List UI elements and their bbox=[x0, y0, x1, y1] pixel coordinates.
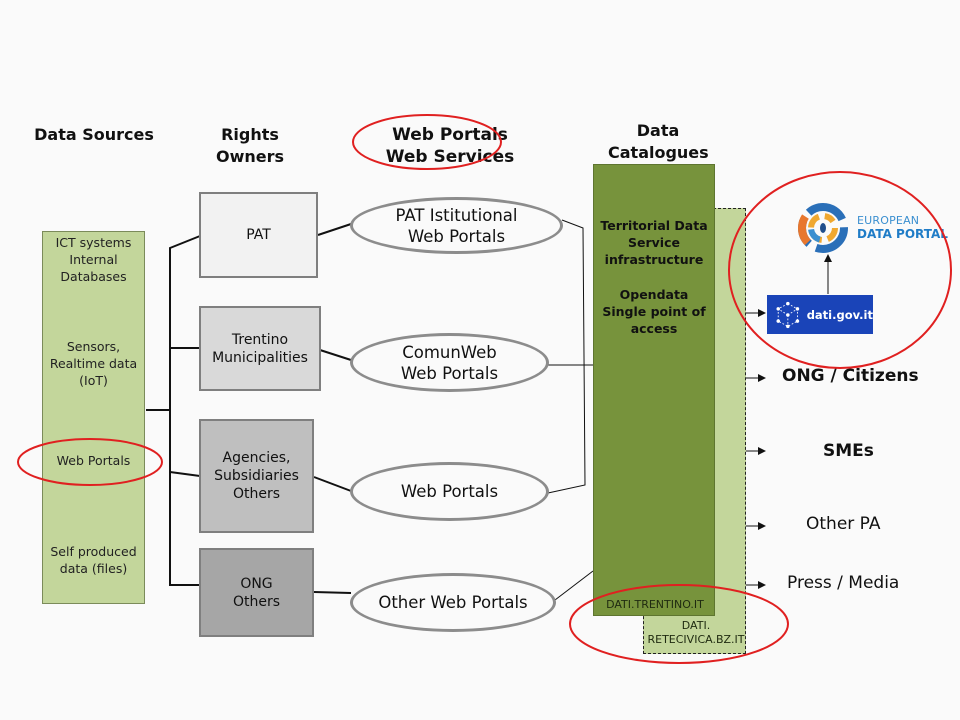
url-dati-trentino: DATI.TRENTINO.IT bbox=[606, 598, 704, 611]
source-line: ICT systems bbox=[55, 235, 132, 250]
edp-label-data-portal: DATA PORTAL bbox=[857, 227, 948, 241]
portal-line: Web Portals bbox=[400, 482, 499, 501]
owner-line: Others bbox=[232, 593, 281, 610]
target-smes: SMEs bbox=[823, 441, 874, 461]
header-data-catalogues: Data Catalogues bbox=[608, 120, 709, 164]
connector-portals-bracket bbox=[547, 219, 586, 494]
arrow-to-smes bbox=[758, 447, 766, 455]
arrow-to-citizens bbox=[758, 374, 766, 382]
source-line: Web Portals bbox=[56, 453, 131, 468]
portal-line: Other Web Portals bbox=[378, 593, 528, 612]
catalogue-block-opendata: Opendata Single point of access bbox=[594, 286, 714, 337]
catalogue-line: Single point of bbox=[602, 304, 706, 319]
catalogue-line: Opendata bbox=[619, 287, 689, 302]
portal-line: Web Portals bbox=[400, 363, 499, 383]
url-dati-retecivica: DATI. RETECIVICA.BZ.IT bbox=[646, 619, 746, 647]
connector-pat-portal bbox=[317, 223, 352, 236]
connector-ong-portal bbox=[313, 591, 352, 594]
connector-other-catalogue bbox=[554, 570, 594, 601]
catalogue-line: infrastructure bbox=[604, 252, 704, 267]
target-other-pa: Other PA bbox=[806, 514, 881, 534]
connector-municipalities-portal bbox=[319, 349, 352, 361]
header-line: Rights bbox=[221, 125, 279, 144]
source-line: Realtime data bbox=[49, 356, 138, 371]
portal-web-portals: Web Portals bbox=[350, 462, 549, 521]
owner-line: PAT bbox=[246, 227, 271, 243]
url-line: DATI. bbox=[681, 619, 711, 632]
source-line: Self produced bbox=[50, 544, 137, 559]
source-ict-systems: ICT systems Internal Databases bbox=[43, 234, 144, 285]
header-web-portals: Web Portals Web Services bbox=[370, 124, 530, 168]
source-line: Sensors, bbox=[66, 339, 121, 354]
portal-pat-istitutional: PAT Istitutional Web Portals bbox=[350, 197, 563, 254]
target-ong-citizens: ONG / Citizens bbox=[782, 366, 919, 386]
owner-line: Trentino bbox=[231, 331, 289, 348]
owner-line: Agencies, bbox=[222, 450, 291, 466]
network-cube-icon bbox=[776, 301, 800, 328]
catalogue-block-infrastructure: Territorial Data Service infrastructure bbox=[594, 217, 714, 268]
data-sources-column: ICT systems Internal Databases Sensors, … bbox=[42, 231, 145, 604]
owner-line: Others bbox=[232, 486, 281, 502]
owner-ong: ONG Others bbox=[199, 548, 314, 637]
arrow-to-press bbox=[758, 581, 766, 589]
arrow-to-edp bbox=[824, 254, 832, 262]
owner-line: Subsidiaries bbox=[214, 468, 299, 484]
source-line: Databases bbox=[60, 269, 127, 284]
connector-owner-agencies bbox=[169, 471, 201, 477]
source-line: (IoT) bbox=[79, 373, 108, 388]
source-sensors: Sensors, Realtime data (IoT) bbox=[43, 338, 144, 389]
dati-gov-logo: dati.gov.it bbox=[767, 295, 873, 334]
header-line: Web Portals bbox=[392, 125, 508, 145]
source-line: data (files) bbox=[59, 561, 128, 576]
header-line: Catalogues bbox=[608, 143, 709, 162]
arrow-to-other-pa bbox=[758, 522, 766, 530]
url-line: RETECIVICA.BZ.IT bbox=[647, 633, 745, 646]
dati-gov-label: dati.gov.it bbox=[806, 307, 873, 322]
owner-agencies: Agencies, Subsidiaries Others bbox=[199, 419, 314, 533]
portal-other-web-portals: Other Web Portals bbox=[350, 573, 556, 632]
source-self-produced: Self produced data (files) bbox=[43, 543, 144, 577]
catalogue-line: Service bbox=[628, 235, 680, 250]
portal-line: Web Portals bbox=[407, 226, 506, 246]
owner-pat: PAT bbox=[199, 192, 318, 278]
owner-line: ONG bbox=[240, 575, 273, 592]
header-data-sources: Data Sources bbox=[34, 125, 154, 144]
header-line: Web Services bbox=[385, 147, 515, 167]
european-data-portal-icon bbox=[798, 203, 848, 253]
header-line: Data bbox=[636, 121, 680, 140]
portal-line: ComunWeb bbox=[402, 342, 497, 362]
highlight-national-european bbox=[728, 171, 952, 369]
owner-line: Municipalities bbox=[212, 349, 308, 366]
edp-label-european: EUROPEAN bbox=[857, 214, 920, 227]
catalogue-line: access bbox=[630, 321, 678, 336]
connector-agencies-portal bbox=[313, 476, 352, 492]
source-web-portals: Web Portals bbox=[43, 452, 144, 469]
portal-line: PAT Istitutional bbox=[395, 205, 518, 225]
catalogue-line: Territorial Data bbox=[600, 218, 708, 233]
arrow-to-dati-gov bbox=[758, 309, 766, 317]
portal-comunweb: ComunWeb Web Portals bbox=[350, 333, 549, 392]
header-rights-owners: Rights Owners bbox=[200, 124, 300, 168]
header-line: Owners bbox=[215, 147, 285, 166]
source-line: Internal bbox=[69, 252, 118, 267]
target-press-media: Press / Media bbox=[787, 573, 900, 593]
owner-trentino-municipalities: Trentino Municipalities bbox=[199, 306, 321, 391]
catalogue-trentino: Territorial Data Service infrastructure … bbox=[593, 164, 715, 616]
